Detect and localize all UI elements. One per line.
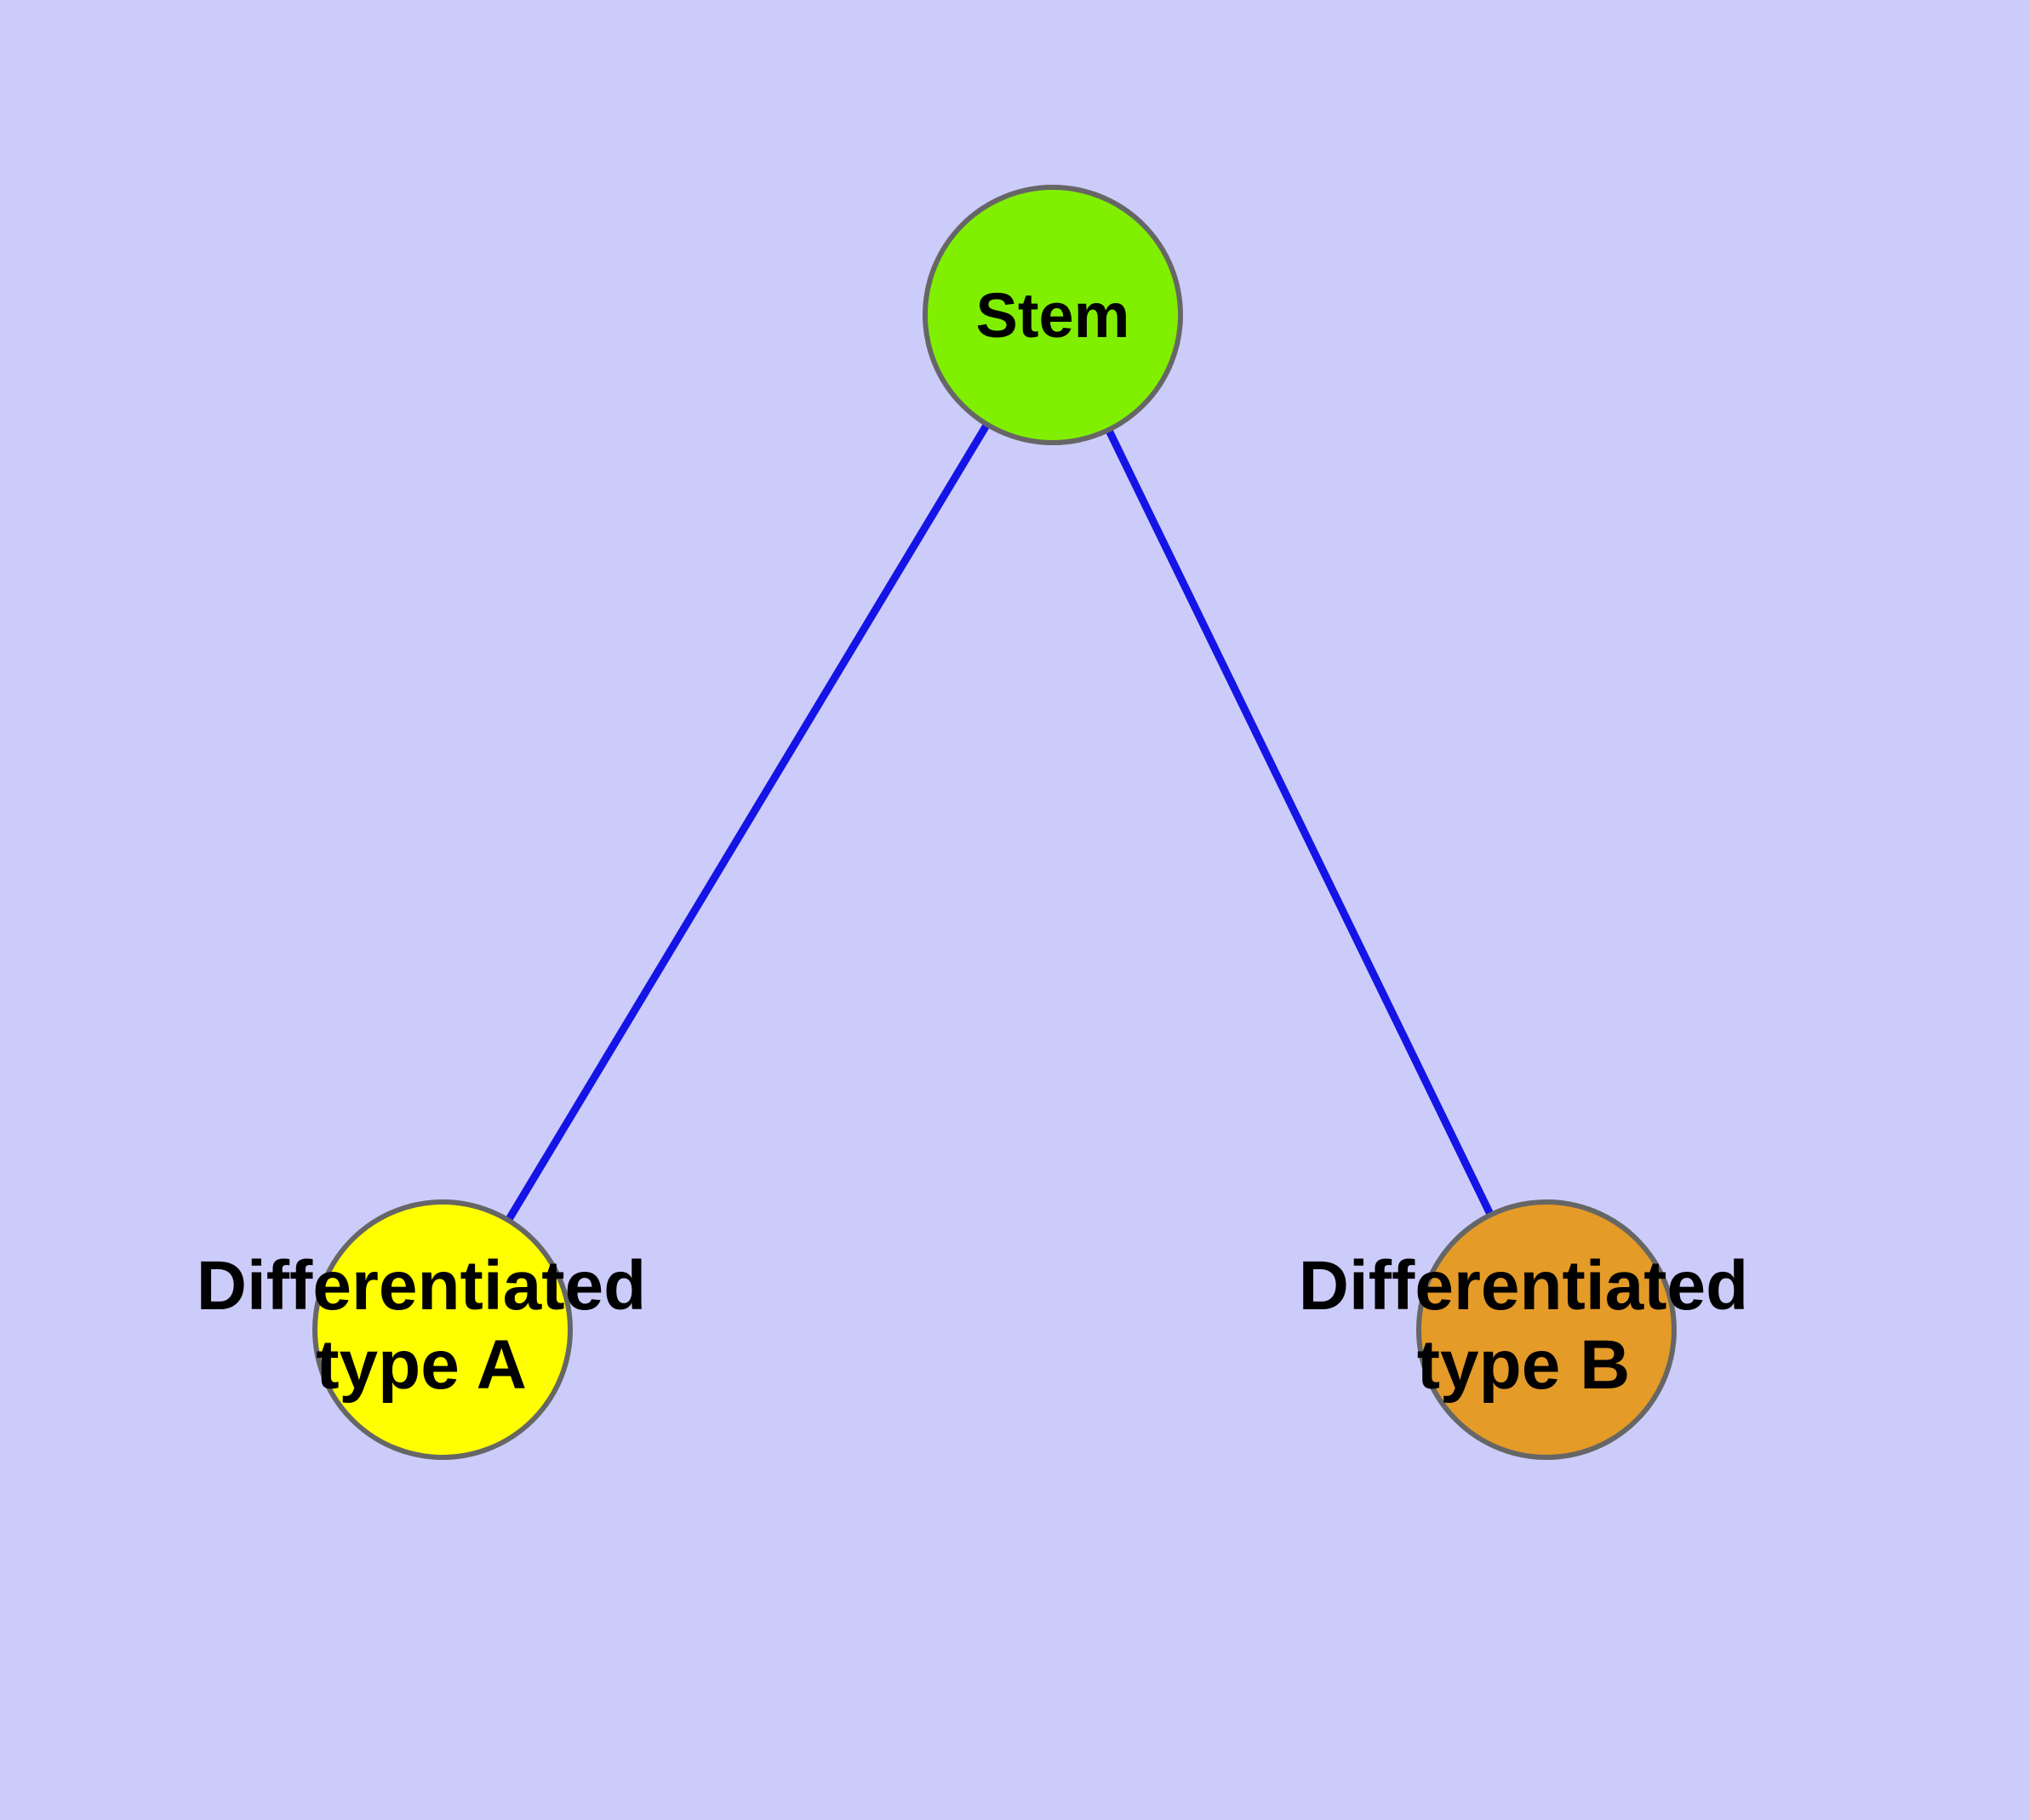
node-label-line: Differentiated [197,1247,647,1325]
node-label-line: type B [1417,1326,1631,1404]
edge-layer [439,312,1551,1332]
node-circle-diff-a[interactable] [312,1199,573,1460]
node-stem[interactable]: Stem [923,185,1183,445]
node-circle-stem[interactable] [923,185,1183,445]
node-label-line: Differentiated [1299,1247,1749,1325]
node-label-line: type A [316,1326,527,1404]
edge-stem-to-b[interactable] [1049,313,1551,1331]
node-circle-diff-b[interactable] [1416,1199,1677,1460]
node-label-line: Stem [976,280,1130,351]
node-label-stem: Stem [976,280,1130,351]
edge-stem-to-a[interactable] [439,312,1056,1332]
